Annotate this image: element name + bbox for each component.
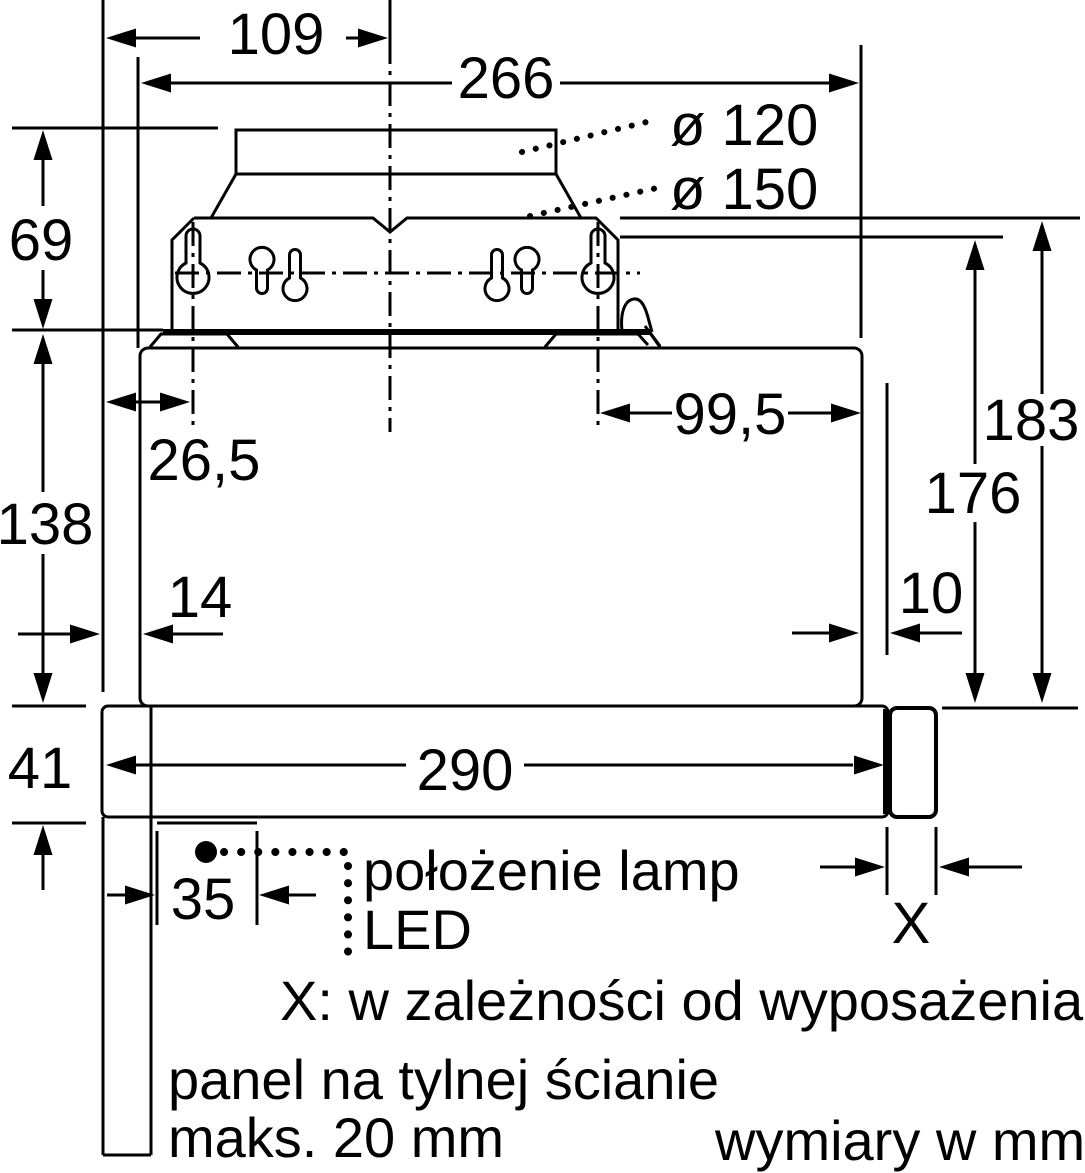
arrow-35-right: [259, 885, 289, 905]
arrow-183-bottom: [1032, 673, 1052, 703]
dim-10-label: 10: [899, 561, 964, 626]
arrow-14-right: [143, 624, 173, 644]
dim-176-label: 176: [925, 461, 1022, 526]
annotation-labels: położenie lamp LED X: w zależności od wy…: [168, 839, 1085, 1172]
duct-collar: [209, 128, 583, 219]
dimension-lines: [18, 36, 1044, 897]
keyhole-slot-mid-left-a: [248, 245, 276, 295]
arrow-290-left: [106, 755, 136, 775]
arrow-10-right: [890, 623, 920, 643]
keyhole-slot-mid-right-b: [513, 245, 541, 295]
arrow-138-top: [33, 334, 53, 364]
bracket-foot-right: [543, 332, 650, 348]
keyhole-slot-right: [580, 227, 616, 295]
arrow-41-bottom: [33, 825, 53, 855]
back-panel-note-line1: panel na tylnej ścianie: [168, 1048, 719, 1111]
arrow-26-5-left: [106, 392, 136, 412]
arrow-109-right: [358, 28, 388, 48]
arrow-x-right: [939, 857, 969, 877]
led-position-note-line2: LED: [363, 898, 472, 961]
arrow-290-right: [854, 755, 884, 775]
arrow-99-5-left: [600, 403, 630, 423]
dim-dia120-label: ø 120: [670, 93, 818, 158]
keyhole-slot-mid-right-a: [483, 248, 511, 303]
dim-35-label: 35: [171, 867, 236, 932]
arrow-99-5-right: [831, 403, 861, 423]
duct-flare-right: [554, 173, 583, 219]
dim-14-label: 14: [168, 565, 233, 630]
bracket-clip: [620, 297, 662, 347]
arrow-176-bottom: [965, 673, 985, 703]
arrow-176-top: [965, 240, 985, 270]
arrow-266-right: [829, 73, 859, 93]
keyhole-slot-left: [175, 227, 211, 295]
mounting-bracket: [148, 216, 662, 348]
dim-41-label: 41: [8, 736, 73, 801]
bracket-foot-left: [148, 332, 240, 348]
arrow-266-left: [141, 73, 171, 93]
duct-flare-left: [209, 173, 238, 219]
dim-dia150-label: ø 150: [670, 157, 818, 222]
center-lines: [175, 0, 640, 432]
dim-183-label: 183: [983, 388, 1080, 453]
leader-dia120: [519, 117, 658, 155]
arrow-x-left: [855, 857, 885, 877]
dim-69-label: 69: [9, 208, 74, 273]
arrow-14-left: [70, 624, 100, 644]
duct-collar-top: [234, 128, 558, 176]
arrow-109-left: [106, 28, 136, 48]
arrow-10-left: [829, 623, 859, 643]
arrow-69-top: [33, 130, 53, 160]
dimension-labels: 109 266 ø 120 ø 150 69 26,5 99,5 183 176…: [0, 2, 1079, 956]
dim-x-label: X: [892, 891, 931, 956]
arrow-35-left: [125, 885, 155, 905]
back-panel-note-line2: maks. 20 mm: [168, 1106, 504, 1169]
arrow-138-bottom: [33, 673, 53, 703]
dim-138-label: 138: [0, 492, 93, 557]
leader-lines: [220, 117, 660, 959]
drawer-front-panel: [888, 706, 938, 819]
dimension-arrowheads: [33, 28, 1052, 905]
hood-structure: [100, 346, 938, 1157]
dim-266-label: 266: [458, 46, 555, 111]
arrow-183-top: [1032, 221, 1052, 251]
led-position-note: położenie lamp: [363, 839, 740, 902]
extension-lines: [12, 0, 1080, 925]
dim-290-label: 290: [417, 738, 514, 803]
arrow-26-5-right: [160, 392, 190, 412]
dim-99-5-label: 99,5: [674, 382, 787, 447]
dim-109-label: 109: [228, 2, 325, 67]
keyhole-slot-mid-left-b: [281, 248, 309, 303]
mounting-bracket-outline: [170, 216, 620, 331]
units-note: wymiary w mm: [714, 1109, 1085, 1172]
x-definition-note: X: w zależności od wyposażenia: [280, 969, 1084, 1032]
arrow-69-bottom: [33, 299, 53, 329]
back-panel: [101, 706, 153, 1157]
dim-26-5-label: 26,5: [148, 428, 261, 493]
leader-dia150: [527, 185, 660, 219]
led-dot: [195, 841, 217, 863]
